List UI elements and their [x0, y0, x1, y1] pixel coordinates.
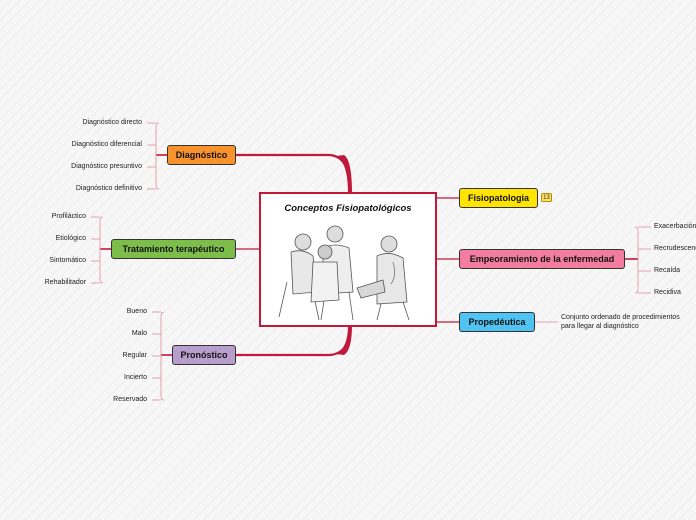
leaf-regular[interactable]: Regular — [122, 352, 147, 359]
leaf-diagnostico-presuntivo[interactable]: Diagnóstico presuntivo — [71, 163, 142, 170]
bracket-pronostico-bracket — [160, 311, 165, 401]
note-count-badge[interactable]: 13 — [541, 193, 552, 202]
leaf-diagnostico-definitivo[interactable]: Diagnóstico definitivo — [75, 185, 142, 192]
leaf-recidiva[interactable]: Recidiva — [654, 289, 681, 296]
branch-propedeutica[interactable]: Propedéutica — [459, 312, 535, 332]
leaf-incierto[interactable]: Incierto — [124, 374, 147, 381]
branch-label: Fisiopatologia — [467, 193, 529, 203]
leaf-sintomatico[interactable]: Sintomático — [49, 257, 86, 264]
leaf-rehabilitador[interactable]: Rehabilitador — [44, 279, 86, 286]
bracket-diagnostico-bracket — [155, 122, 160, 190]
branch-pronostico[interactable]: Pronóstico — [172, 345, 236, 365]
bracket-empeoramiento-bracket — [634, 226, 639, 294]
note-line: para llegar al diagnóstico — [561, 323, 639, 330]
bracket-tratamiento-bracket — [99, 216, 104, 284]
branch-diagnostico[interactable]: Diagnóstico — [167, 145, 236, 165]
branch-label: Empeoramiento de la enfermedad — [469, 254, 615, 264]
branch-fisiopatologia[interactable]: Fisiopatologia — [459, 188, 538, 208]
branch-empeoramiento[interactable]: Empeoramiento de la enfermedad — [459, 249, 625, 269]
branch-tratamiento-terapeutico[interactable]: Tratamiento terapéutico — [111, 239, 236, 259]
leaf-exacerbacion[interactable]: Exacerbación — [654, 223, 696, 230]
branch-label: Tratamiento terapéutico — [122, 244, 225, 254]
leaf-diagnostico-directo[interactable]: Diagnóstico directo — [82, 119, 142, 126]
branch-label: Propedéutica — [468, 317, 526, 327]
central-topic[interactable]: Conceptos Fisiopatológicos — [259, 192, 437, 327]
connector-pronostico-taper — [336, 325, 352, 355]
central-topic-title: Conceptos Fisiopatológicos — [284, 203, 412, 214]
leaf-recrudescencia[interactable]: Recrudescencia — [654, 245, 696, 252]
leaf-diagnostico-diferencial[interactable]: Diagnóstico diferencial — [71, 141, 142, 148]
connector-diagnostico-taper — [336, 155, 352, 194]
leaf-etiologico[interactable]: Etiológico — [55, 235, 86, 242]
note-line: Conjunto ordenado de procedimientos — [561, 314, 680, 321]
doctors-patient-illustration-icon — [278, 225, 410, 321]
branch-label: Pronóstico — [180, 350, 228, 360]
leaf-reservado[interactable]: Reservado — [113, 396, 147, 403]
connector-pronostico — [236, 325, 352, 357]
leaf-recaida[interactable]: Recaída — [654, 267, 681, 274]
leaf-bueno[interactable]: Bueno — [126, 308, 147, 315]
propedeutica-note[interactable]: Conjunto ordenado de procedimientos para… — [561, 313, 680, 331]
connector-diagnostico — [236, 153, 352, 194]
leaf-profilactico[interactable]: Profiláctico — [51, 213, 86, 220]
leaf-malo[interactable]: Malo — [131, 330, 147, 337]
branch-label: Diagnóstico — [175, 150, 228, 160]
